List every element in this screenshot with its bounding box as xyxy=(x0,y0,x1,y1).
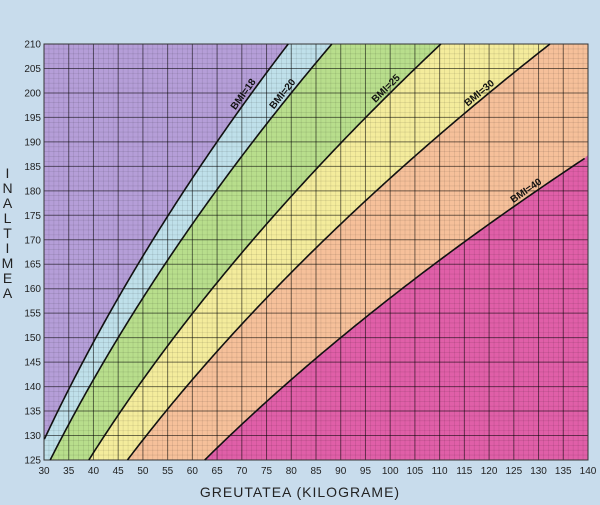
bmi-line-18 xyxy=(43,43,289,440)
bmi-region-1 xyxy=(44,44,289,460)
y-tick-label: 200 xyxy=(24,88,41,99)
y-tick-label: 125 xyxy=(24,456,41,467)
x-tick-label: 70 xyxy=(236,466,248,477)
x-axis-title: GREUTATEA (KILOGRAME) xyxy=(200,484,400,500)
y-tick-label: 205 xyxy=(24,64,41,75)
y-tick-label: 180 xyxy=(24,186,41,197)
bmi-line-40 xyxy=(204,157,586,461)
x-tick-label: 40 xyxy=(88,466,100,477)
y-tick-label: 170 xyxy=(24,235,41,246)
chart-grid xyxy=(43,43,589,461)
bmi-line-30 xyxy=(126,43,551,461)
x-tick-label: 80 xyxy=(286,466,298,477)
bmi-region-5 xyxy=(127,44,588,460)
y-tick-label: 190 xyxy=(24,137,41,148)
y-tick-labels: 125 130 135 140 145 150 155 160 165 170 175 180 185 1… xyxy=(24,40,41,467)
y-tick-label: 175 xyxy=(24,211,41,222)
y-tick-label: 160 xyxy=(24,284,41,295)
x-tick-label: 50 xyxy=(137,466,149,477)
y-tick-label: 185 xyxy=(24,162,41,173)
y-tick-label: 135 xyxy=(24,407,41,418)
x-tick-label: 95 xyxy=(360,466,372,477)
y-axis-title-letter: N xyxy=(2,180,13,196)
x-tick-label: 30 xyxy=(38,466,50,477)
y-axis-title-letter: I xyxy=(6,240,11,256)
bmi-regions xyxy=(44,44,589,460)
bmi-region-3 xyxy=(50,44,441,460)
x-tick-label: 125 xyxy=(505,466,522,477)
x-tick-label: 105 xyxy=(407,466,424,477)
y-tick-label: 165 xyxy=(24,260,41,271)
y-tick-label: 210 xyxy=(24,40,41,51)
x-tick-label: 35 xyxy=(63,466,75,477)
y-tick-label: 140 xyxy=(24,382,41,393)
x-tick-label: 55 xyxy=(162,466,174,477)
y-tick-label: 130 xyxy=(24,431,41,442)
x-tick-label: 100 xyxy=(382,466,399,477)
x-tick-label: 140 xyxy=(580,466,597,477)
bmi-line-25 xyxy=(88,43,442,461)
x-tick-label: 75 xyxy=(261,466,273,477)
x-tick-labels: 30 35 40 45 50 55 60 65 70 75 80 85 90 95 100 105 110 115… xyxy=(38,466,596,477)
x-tick-label: 135 xyxy=(555,466,572,477)
y-axis-title-letter: I xyxy=(6,165,11,181)
y-tick-label: 145 xyxy=(24,358,41,369)
bmi-lines xyxy=(43,43,586,461)
y-tick-label: 155 xyxy=(24,309,41,320)
x-tick-label: 45 xyxy=(113,466,125,477)
y-axis-title-letter: L xyxy=(4,210,13,226)
bmi-region-6 xyxy=(204,44,589,460)
y-axis-title-letter: T xyxy=(3,225,13,241)
y-tick-label: 195 xyxy=(24,113,41,124)
y-axis-title-letter: E xyxy=(3,270,13,286)
x-tick-label: 130 xyxy=(530,466,547,477)
y-axis-title-letter: M xyxy=(2,255,15,271)
bmi-region-4 xyxy=(88,44,550,460)
x-tick-label: 115 xyxy=(456,466,472,477)
y-axis-title-letter: A xyxy=(3,195,13,211)
x-tick-label: 110 xyxy=(432,466,448,477)
bmi-line-20 xyxy=(49,43,333,461)
y-axis-title-letter: A xyxy=(3,285,13,301)
y-tick-label: 150 xyxy=(24,333,41,344)
x-tick-label: 60 xyxy=(187,466,199,477)
x-tick-label: 90 xyxy=(335,466,347,477)
x-tick-label: 120 xyxy=(481,466,498,477)
x-tick-label: 65 xyxy=(212,466,224,477)
x-tick-label: 85 xyxy=(310,466,322,477)
plot-frame xyxy=(43,43,589,461)
